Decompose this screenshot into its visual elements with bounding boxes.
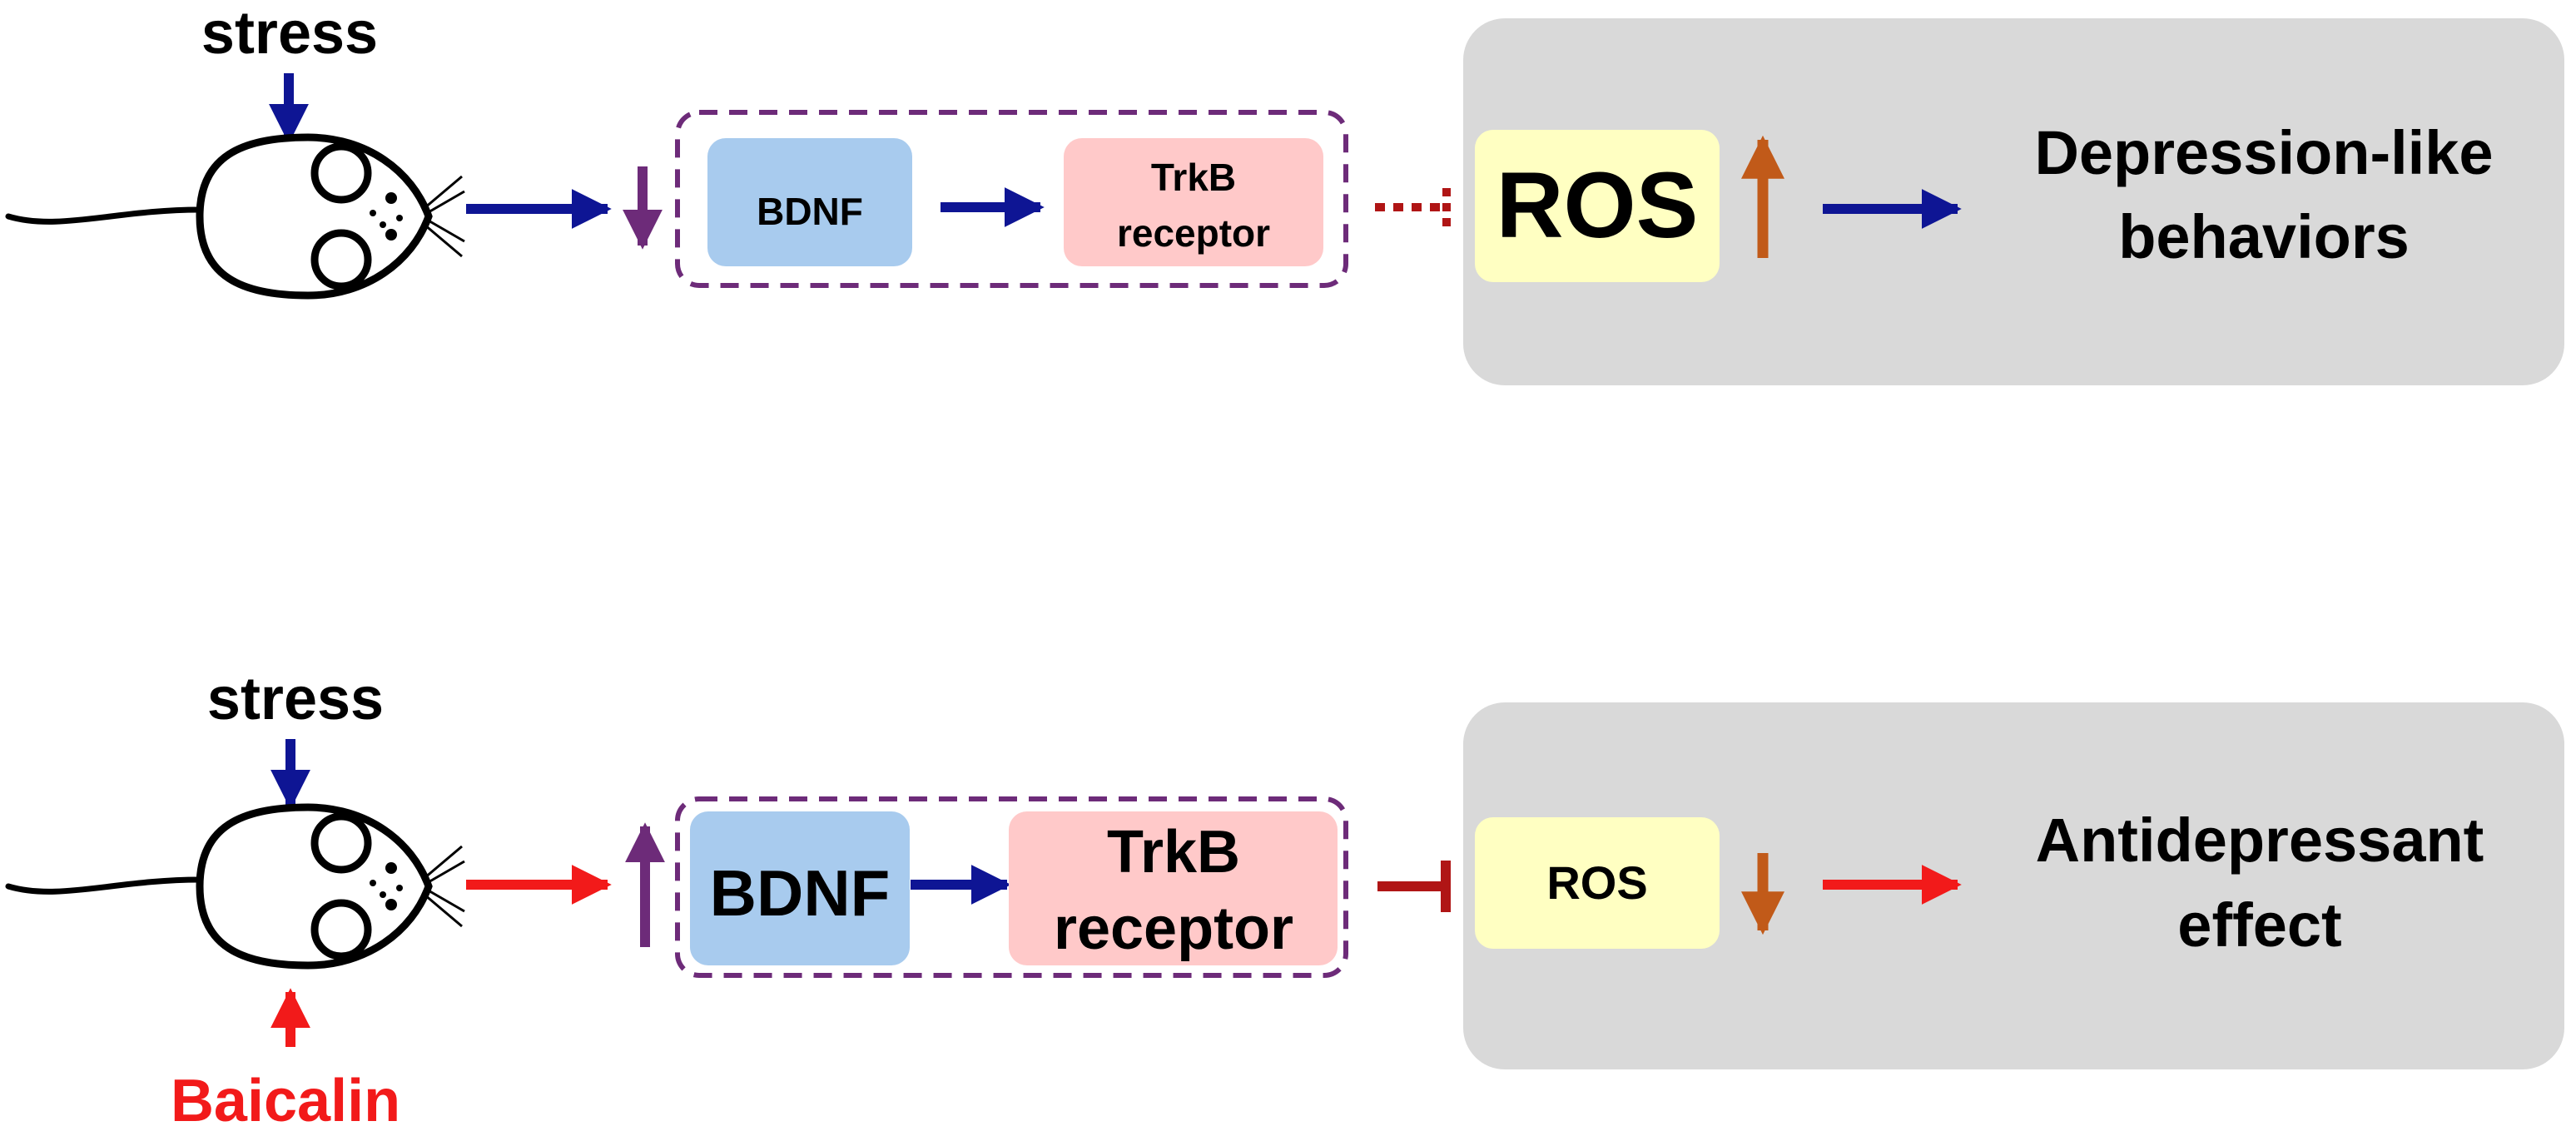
top-trkb-label-line2: receptor: [1117, 211, 1270, 255]
bottom-baicalin-label: Baicalin: [171, 1068, 400, 1134]
bottom-pathway: stress Baicalin BDNF TrkB receptor ROS: [8, 666, 2564, 1134]
top-outcome-line2: behaviors: [2118, 202, 2410, 271]
top-inhibition-dotted: [1375, 188, 1451, 230]
bottom-ros-box: ROS: [1475, 817, 1720, 949]
bottom-stress-label: stress: [207, 666, 384, 732]
bottom-pathway-group-box: [675, 796, 1348, 978]
top-ros-label: ROS: [1496, 153, 1699, 257]
bottom-mouse-icon: [8, 807, 464, 965]
bottom-trkb-box: TrkB receptor: [1009, 811, 1338, 965]
top-pathway: stress BDNF TrkB receptor ROS Depre: [8, 0, 2564, 385]
bottom-bdnf-label: BDNF: [710, 856, 891, 930]
bottom-outcome-panel: [1463, 702, 2564, 1069]
bottom-trkb-label-line1: TrkB: [1107, 819, 1240, 886]
top-bdnf-label: BDNF: [757, 190, 863, 233]
bottom-trkb-label-line2: receptor: [1054, 895, 1293, 962]
top-outcome-panel: [1463, 18, 2564, 385]
top-pathway-group-box: [675, 110, 1348, 288]
bottom-inhibition-arrow: [1377, 861, 1451, 912]
bottom-ros-label: ROS: [1546, 856, 1647, 909]
top-trkb-box: TrkB receptor: [1064, 138, 1323, 266]
top-bdnf-box: BDNF: [707, 138, 912, 266]
top-mouse-icon: [8, 137, 464, 295]
bottom-outcome-line2: effect: [2177, 890, 2341, 960]
bottom-bdnf-box: BDNF: [690, 811, 910, 965]
top-trkb-label-line1: TrkB: [1151, 156, 1236, 199]
top-stress-label: stress: [201, 0, 378, 67]
bottom-outcome-line1: Antidepressant: [2036, 806, 2484, 875]
top-outcome-line1: Depression-like: [2034, 118, 2493, 187]
top-ros-box: ROS: [1475, 130, 1720, 282]
